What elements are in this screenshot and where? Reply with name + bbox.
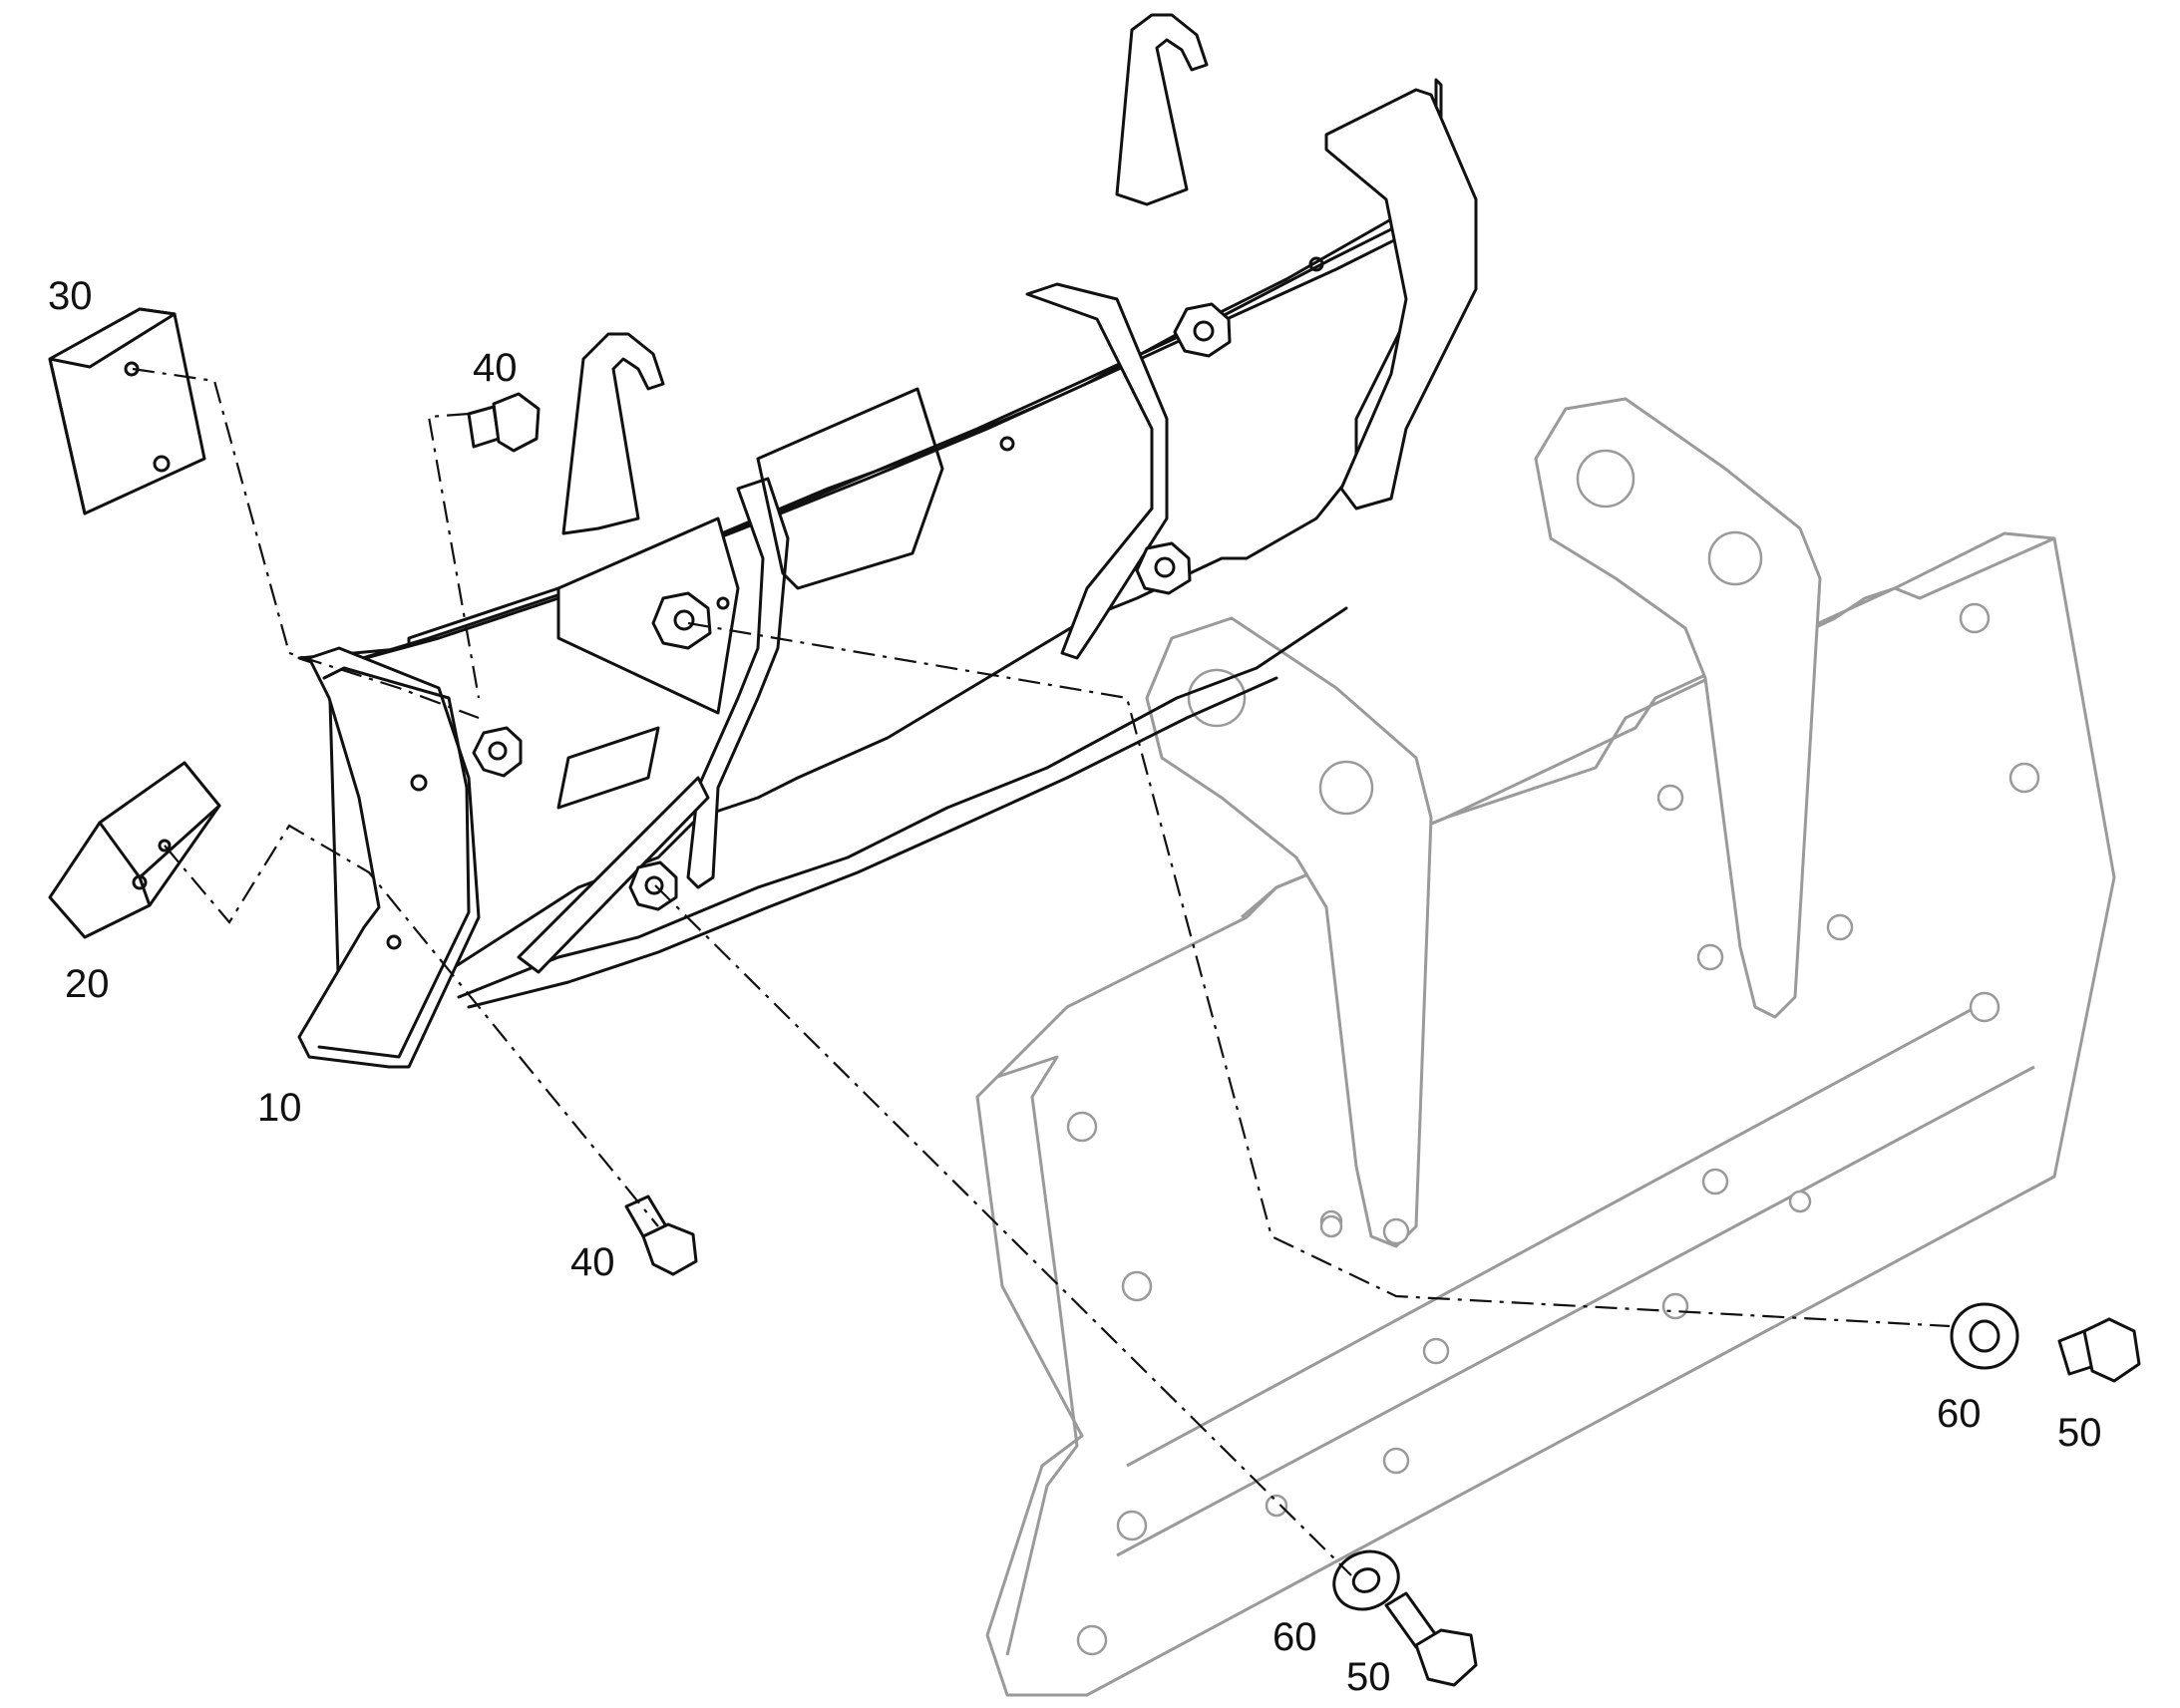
wear-pad-block-upper bbox=[48, 307, 206, 515]
coupler-frame bbox=[297, 13, 1478, 1069]
callout-part-50-bottom: 50 bbox=[1346, 1655, 1391, 1699]
frame-center-plate-left bbox=[686, 477, 790, 889]
bracket-bolt-heads bbox=[1066, 602, 2040, 1656]
frame-mounted-nuts bbox=[472, 302, 1232, 911]
callout-part-10: 10 bbox=[257, 1086, 302, 1130]
bolt-40-upper bbox=[467, 392, 541, 453]
frame-lower-diagonal-brace bbox=[517, 776, 710, 974]
callout-labels: 30 40 20 10 40 60 50 60 50 bbox=[48, 274, 2102, 1699]
frame-lower-rail bbox=[457, 606, 1348, 1009]
right-lifting-hook bbox=[1115, 13, 1209, 206]
callout-part-60-bottom: 60 bbox=[1272, 1615, 1317, 1659]
assembly-guide-lines bbox=[132, 367, 1951, 1576]
callout-part-40-bottom: 40 bbox=[570, 1240, 615, 1284]
washer-60-right bbox=[1950, 1302, 2019, 1370]
callout-part-30: 30 bbox=[48, 274, 93, 318]
frame-back-plate bbox=[327, 227, 1418, 1009]
callout-part-40-top: 40 bbox=[473, 346, 518, 390]
left-arm-lower-hole bbox=[1318, 760, 1374, 816]
right-arm-upper-hole bbox=[1576, 449, 1635, 509]
bracket-plate-inner-rail bbox=[1116, 995, 2035, 1557]
right-arm-lower-hole bbox=[1707, 530, 1763, 586]
left-arm-upper-hole bbox=[1187, 668, 1247, 728]
frame-left-end-plate bbox=[297, 646, 481, 1069]
wear-pad-block-lower bbox=[48, 761, 221, 939]
bolt-40-lower bbox=[624, 1195, 698, 1276]
frame-left-end-plate-inner bbox=[317, 666, 471, 1059]
mounting-bracket-ghost bbox=[975, 397, 2116, 1697]
washer-60-bottom bbox=[1332, 1549, 1400, 1611]
frame-right-end-plate bbox=[1324, 88, 1478, 511]
bracket-plate-edge bbox=[996, 1055, 1079, 1656]
frame-diagonal-brace bbox=[556, 516, 740, 715]
bolt-50-right bbox=[2057, 1317, 2141, 1383]
left-lifting-hook bbox=[561, 332, 665, 535]
frame-window-cutout bbox=[756, 387, 944, 590]
callout-part-60-right: 60 bbox=[1937, 1392, 1982, 1436]
bracket-top-flange bbox=[1241, 536, 2055, 919]
callout-part-20: 20 bbox=[65, 962, 110, 1006]
bolt-50-bottom bbox=[1384, 1591, 1478, 1687]
frame-center-plate-right bbox=[1025, 282, 1169, 660]
callout-part-50-right: 50 bbox=[2057, 1411, 2102, 1455]
frame-bolt-holes bbox=[386, 256, 1324, 950]
frame-lower-window-cutout bbox=[556, 726, 660, 810]
